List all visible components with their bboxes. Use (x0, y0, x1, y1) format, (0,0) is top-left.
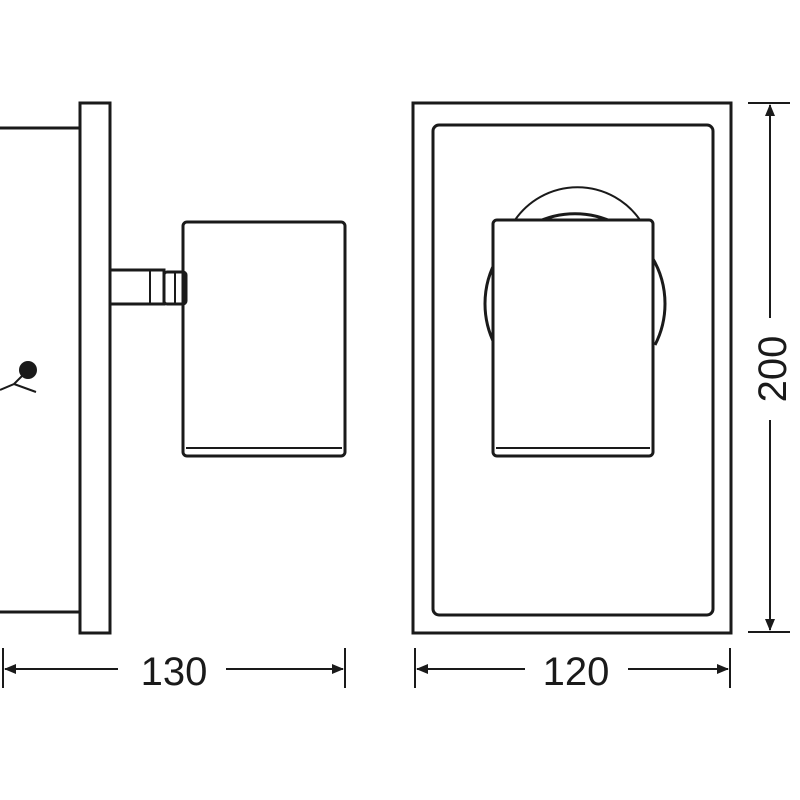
height-dimension-label: 200 (751, 336, 795, 403)
depth-dimension-label: 130 (141, 650, 208, 694)
front-round-backplate (483, 212, 667, 346)
switch-lever (0, 369, 37, 393)
front-plate-outer (411, 101, 733, 635)
side-depth-dimension (2, 648, 346, 688)
front-width-dimension (414, 648, 731, 688)
side-wall-plate (78, 101, 112, 635)
side-view (0, 101, 347, 635)
side-housing (0, 126, 82, 614)
front-height-dimension (748, 102, 790, 633)
front-spot-head (491, 218, 655, 458)
side-arm (110, 268, 166, 306)
width-dimension-label: 120 (543, 650, 610, 694)
front-plate-inner (431, 123, 715, 617)
front-view (411, 101, 733, 635)
side-spot-head (181, 220, 347, 458)
